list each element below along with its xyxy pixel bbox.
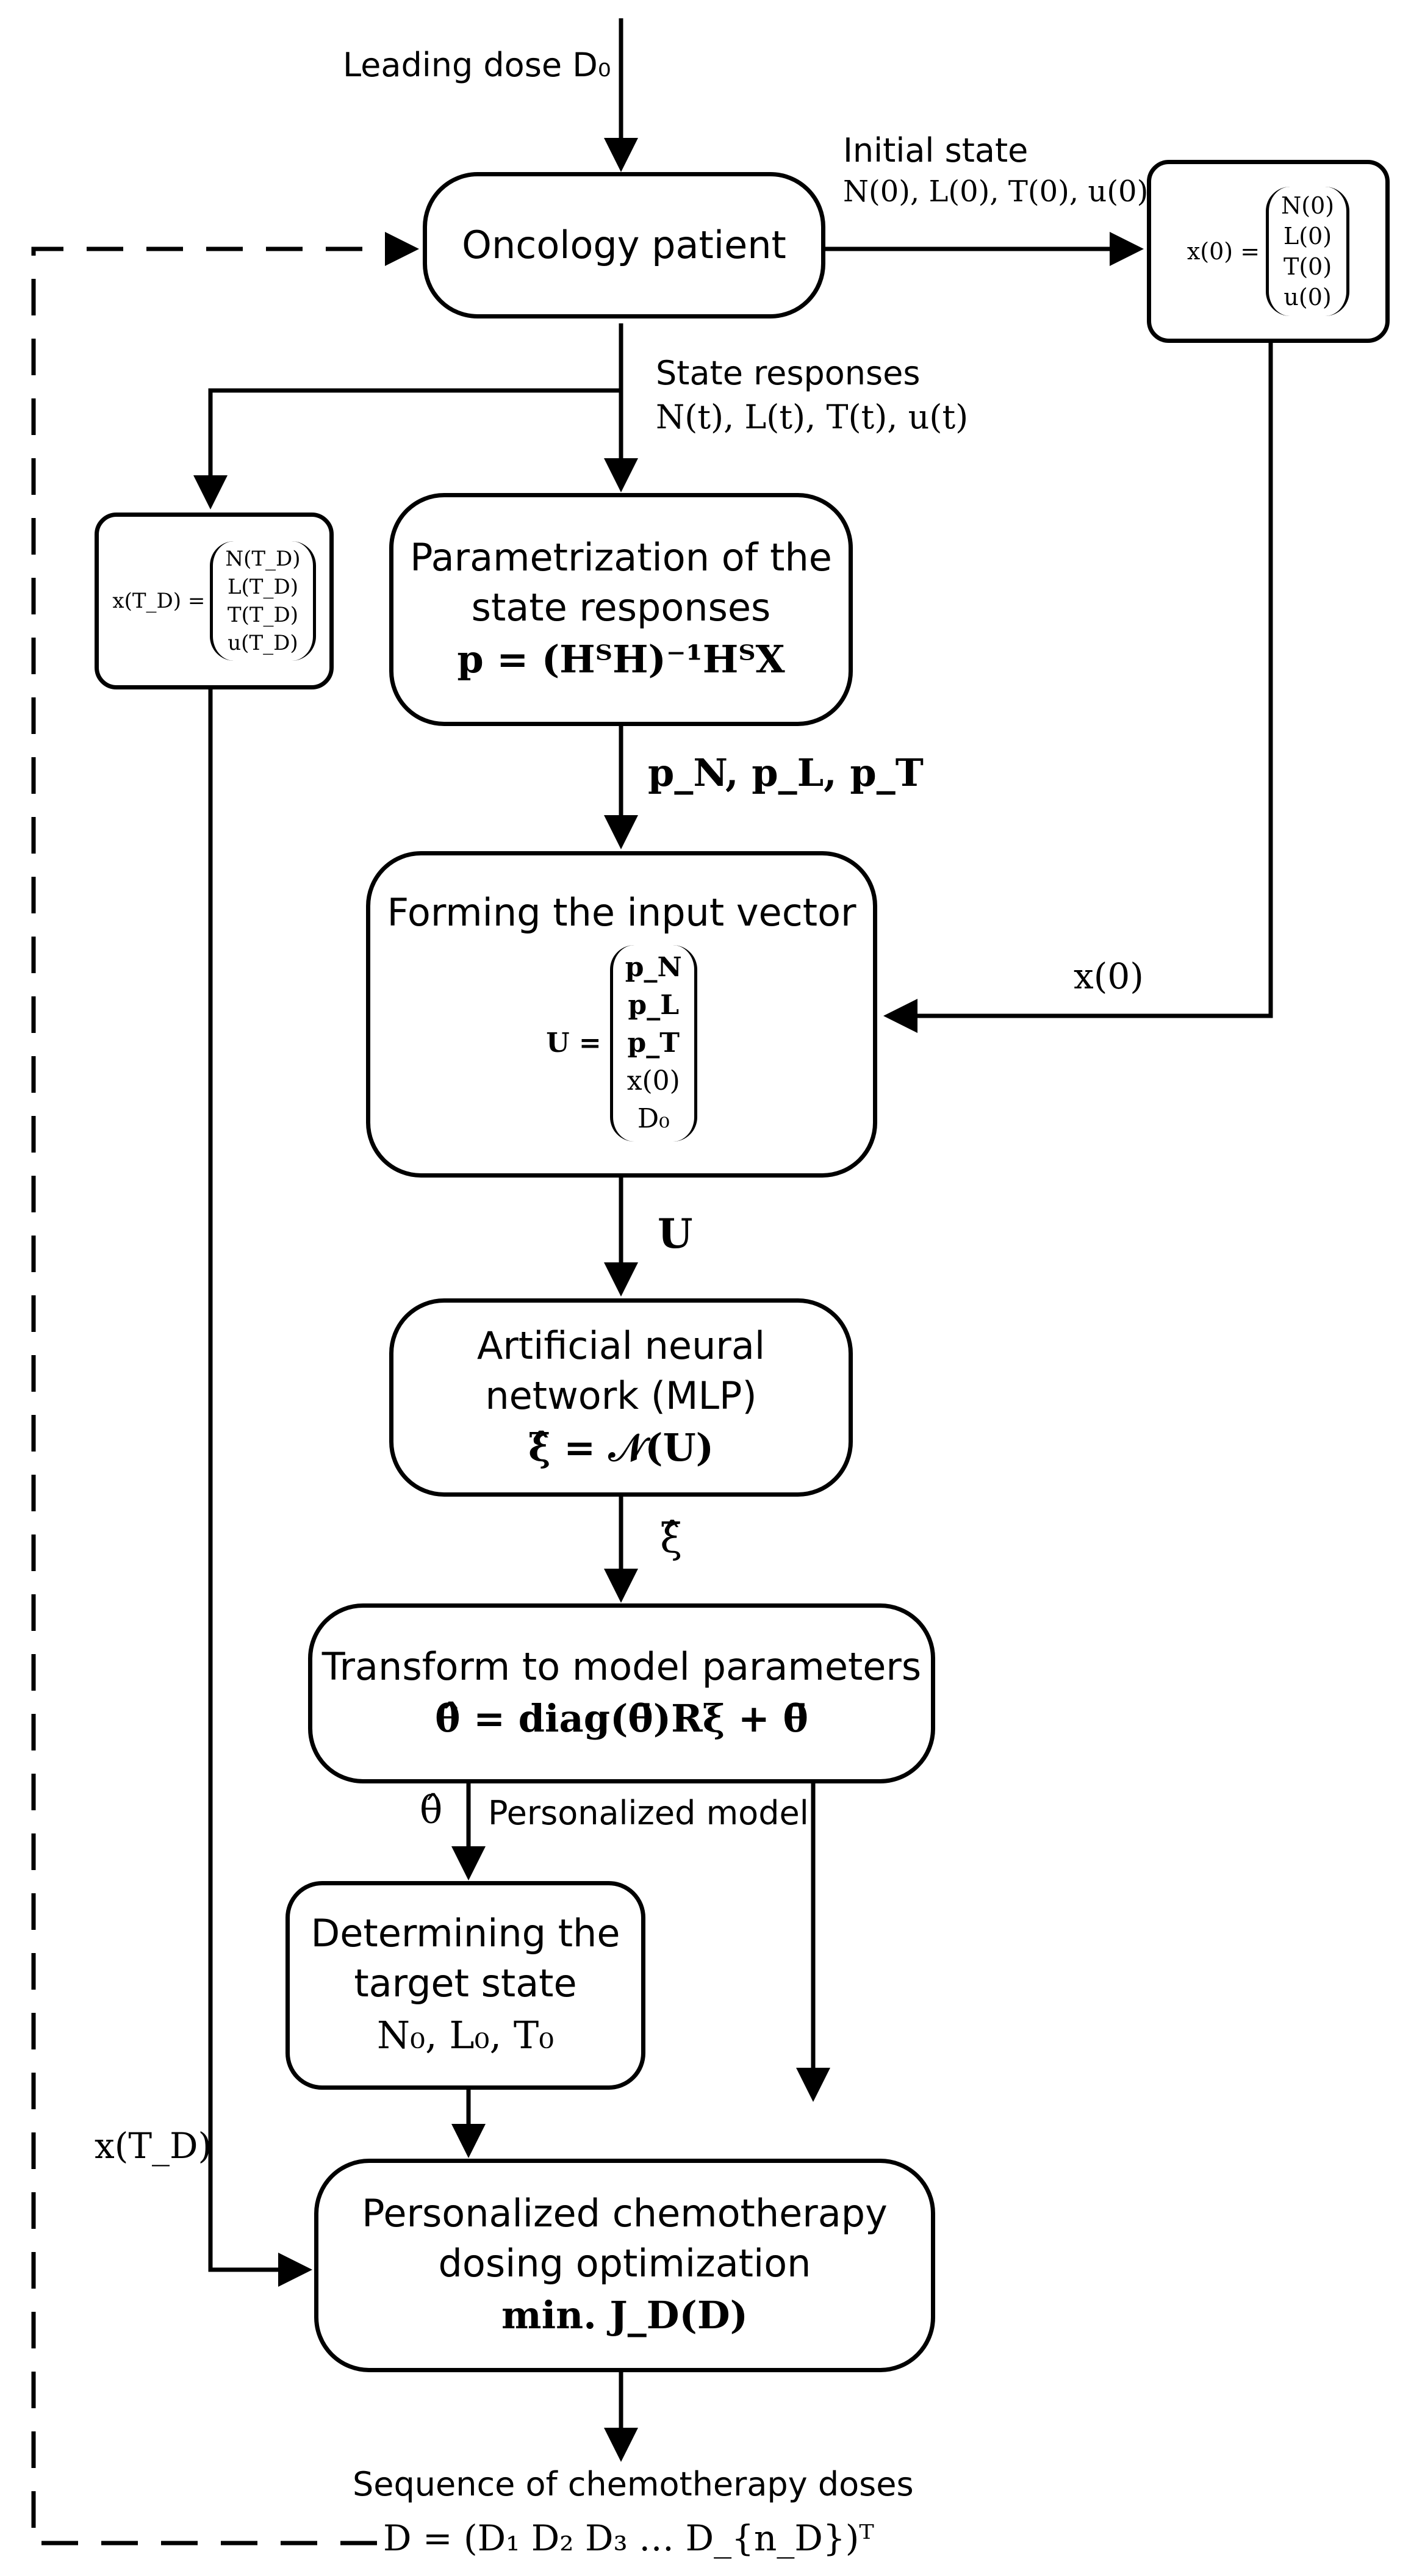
- initial-state-title: Initial state: [843, 131, 1028, 170]
- arrow-branch-xTD: [193, 388, 621, 509]
- optimization-box: Personalized chemotherapy dosing optimiz…: [314, 2159, 935, 2372]
- personalized-model-label: Personalized model: [488, 1794, 809, 1833]
- x0-entries: N(0) L(0) T(0) u(0): [1266, 187, 1350, 316]
- parametrization-box: Parametrization of the state responses p…: [389, 493, 853, 726]
- oncology-patient-box: Oncology patient: [423, 172, 825, 318]
- xTD-entry-l: L(T_D): [227, 575, 298, 599]
- initial-state-values-text: N(0), L(0), T(0), u(0): [843, 174, 1149, 209]
- x0-entry-u: u(0): [1284, 284, 1332, 311]
- input-vector-title: Forming the input vector: [387, 890, 856, 935]
- x0-vector-box: x(0) = N(0) L(0) T(0) u(0): [1147, 160, 1390, 343]
- parametrization-formula: p = (HᵀH)⁻¹HᵀX: [457, 637, 785, 682]
- ann-line1: Artificial neural: [476, 1323, 766, 1368]
- input-vector-formula: U = p_N p_L p_T x(0) D₀: [546, 944, 697, 1142]
- xTD-edge-label: x(T_D): [95, 2126, 212, 2165]
- xTD-lhs: x(T_D) =: [112, 589, 206, 613]
- input-vector-lhs: U =: [546, 1027, 601, 1059]
- output-title: Sequence of chemotherapy doses: [353, 2465, 914, 2504]
- optimization-formula: min. J_D(D): [501, 2293, 748, 2337]
- x0-entry-t: T(0): [1283, 253, 1332, 280]
- input-vector-box: Forming the input vector U = p_N p_L p_T…: [366, 851, 877, 1178]
- target-line1: Determining the: [311, 1911, 620, 1955]
- input-entry-x0: x(0): [627, 1065, 680, 1096]
- transform-box: Transform to model parameters θ̂ = diag(…: [308, 1603, 935, 1783]
- parametrization-line2: state responses: [471, 585, 771, 630]
- output-formula-text: D = (D₁ D₂ D₃ … D_{n_D})ᵀ: [383, 2517, 874, 2559]
- xi-hat-edge-label: ξ̂: [660, 1519, 682, 1559]
- theta-hat-edge-label: θ̂: [420, 1791, 442, 1830]
- ann-line2: network (MLP): [485, 1373, 757, 1418]
- xTD-entry-t: T(T_D): [227, 603, 299, 627]
- xTD-entry-n: N(T_D): [225, 547, 301, 571]
- target-line2: target state: [354, 1961, 577, 2006]
- input-entry-pT: p_T: [627, 1027, 680, 1059]
- x0-entry-n: N(0): [1281, 192, 1335, 219]
- leading-dose-text: Leading dose D₀: [343, 46, 611, 84]
- ann-formula: ξ̂ = 𝒩(U): [528, 1425, 714, 1470]
- initial-state-title-text: Initial state: [843, 131, 1029, 170]
- xTD-vector-box: x(T_D) = N(T_D) L(T_D) T(T_D) u(T_D): [95, 513, 334, 689]
- optimization-line1: Personalized chemotherapy: [362, 2191, 888, 2236]
- x0-entry-l: L(0): [1284, 223, 1332, 250]
- initial-state-values: N(0), L(0), T(0), u(0): [843, 172, 1148, 211]
- x0-vector: x(0) = N(0) L(0) T(0) u(0): [1187, 187, 1350, 316]
- oncology-patient-label: Oncology patient: [462, 223, 786, 267]
- arrow-xTD: [208, 685, 312, 2287]
- p-outputs-text: p_N, p_L, p_T: [648, 750, 924, 795]
- arrow-x0: [883, 342, 1273, 1033]
- transform-title: Transform to model parameters: [321, 1644, 922, 1689]
- transform-formula: θ̂ = diag(θ̄)Rξ + θ̄: [435, 1696, 808, 1741]
- output-formula: D = (D₁ D₂ D₃ … D_{n_D})ᵀ: [383, 2519, 874, 2558]
- xTD-vector: x(T_D) = N(T_D) L(T_D) T(T_D) u(T_D): [112, 541, 316, 661]
- xTD-entries: N(T_D) L(T_D) T(T_D) u(T_D): [210, 541, 316, 661]
- leading-dose-label: Leading dose D₀: [343, 46, 611, 85]
- U-edge-label: U: [658, 1214, 693, 1254]
- personalized-model-text: Personalized model: [488, 1794, 809, 1832]
- input-entry-pL: p_L: [628, 989, 680, 1021]
- input-entry-pN: p_N: [625, 951, 682, 983]
- theta-hat-edge-text: θ̂: [420, 1788, 443, 1832]
- state-responses-title: State responses: [656, 354, 921, 393]
- dashed-feedback-loop: [31, 232, 419, 2545]
- state-responses-title-text: State responses: [656, 354, 921, 392]
- xTD-edge-text: x(T_D): [95, 2125, 212, 2167]
- state-responses-values-text: N(t), L(t), T(t), u(t): [656, 398, 969, 436]
- input-vector-entries: p_N p_L p_T x(0) D₀: [609, 944, 697, 1142]
- parametrization-line1: Parametrization of the: [410, 535, 832, 580]
- xTD-entry-u: u(T_D): [228, 631, 298, 655]
- target-formula: N₀, L₀, T₀: [376, 2013, 555, 2057]
- state-responses-values: N(t), L(t), T(t), u(t): [656, 398, 968, 437]
- input-entry-D0: D₀: [637, 1103, 670, 1134]
- x0-edge-text: x(0): [1074, 955, 1144, 997]
- target-state-box: Determining the target state N₀, L₀, T₀: [285, 1881, 645, 2090]
- optimization-line2: dosing optimization: [438, 2241, 811, 2286]
- U-edge-text: U: [658, 1210, 693, 1257]
- xi-hat-edge-text: ξ̂: [660, 1515, 683, 1562]
- x0-edge-label: x(0): [1074, 957, 1144, 996]
- x0-lhs: x(0) =: [1187, 238, 1260, 265]
- output-title-text: Sequence of chemotherapy doses: [353, 2465, 914, 2503]
- p-outputs-label: p_N, p_L, p_T: [648, 754, 924, 793]
- ann-box: Artificial neural network (MLP) ξ̂ = 𝒩(U…: [389, 1298, 853, 1497]
